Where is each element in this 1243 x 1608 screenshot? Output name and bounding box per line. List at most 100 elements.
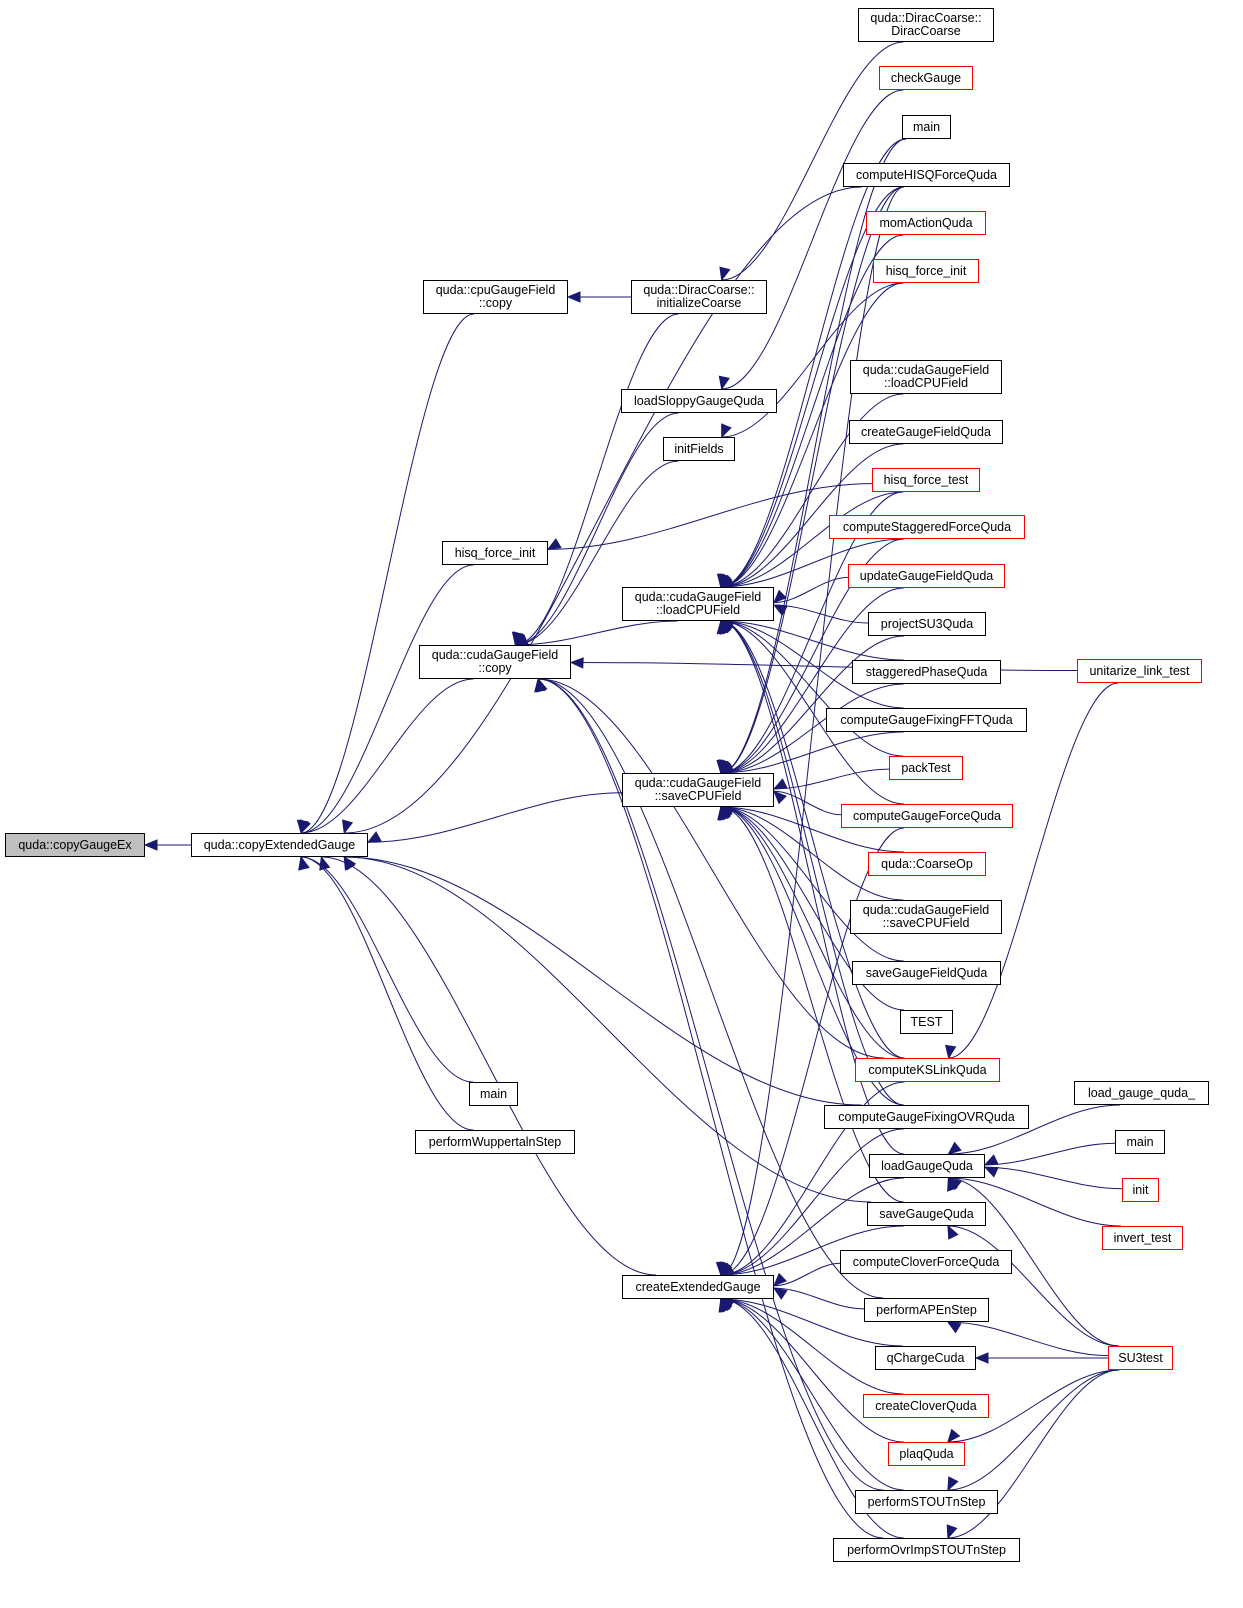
graph-node-test[interactable]: TEST (900, 1010, 953, 1034)
node-label-line: hisq_force_test (883, 472, 969, 487)
call-edge (300, 856, 474, 1083)
call-edge (720, 806, 905, 1011)
node-label-line: loadGaugeQuda (881, 1158, 973, 1173)
call-edge (301, 856, 474, 1131)
node-label-line: quda::cudaGaugeField (862, 363, 990, 377)
call-edge (720, 491, 904, 774)
call-edge (720, 1298, 904, 1443)
arrowhead-icon (974, 1352, 989, 1364)
graph-node-hisq-force-init-r[interactable]: hisq_force_init (873, 259, 979, 283)
graph-node-performovrimpstoutnstep[interactable]: performOvrImpSTOUTnStep (833, 1538, 1020, 1562)
node-label-line: computeHISQForceQuda (855, 167, 998, 182)
node-label-line: packTest (901, 760, 951, 775)
call-edge (321, 856, 657, 1276)
call-edge (720, 806, 905, 1059)
graph-node-computecloverforcequda[interactable]: computeCloverForceQuda (840, 1250, 1012, 1274)
graph-node-creategaugefieldquda[interactable]: createGaugeFieldQuda (849, 420, 1003, 444)
call-edge (720, 1177, 905, 1276)
graph-node-hisq-force-test[interactable]: hisq_force_test (872, 468, 980, 492)
call-edge (720, 1298, 904, 1395)
graph-node-computekslinkquda[interactable]: computeKSLinkQuda (855, 1058, 1000, 1082)
graph-node-loadgaugequda[interactable]: loadGaugeQuda (869, 1154, 985, 1178)
node-label-line: TEST (910, 1014, 943, 1029)
graph-node-staggeredphasequda[interactable]: staggeredPhaseQuda (852, 660, 1001, 684)
call-edge (720, 806, 904, 901)
graph-node-performstoutnstep[interactable]: performSTOUTnStep (855, 1490, 998, 1514)
graph-node-main2[interactable]: main (469, 1082, 518, 1106)
node-label-line: main (479, 1086, 508, 1101)
graph-node-cudacopy[interactable]: quda::cudaGaugeField::copy (419, 645, 571, 679)
node-label-line: quda::copyGaugeEx (18, 837, 132, 852)
node-label-line: quda::cudaGaugeField (634, 590, 762, 604)
call-edge (948, 1104, 1121, 1155)
arrowhead-icon (946, 1524, 958, 1540)
node-label-line: createGaugeFieldQuda (861, 424, 991, 439)
graph-node-savecpufield-r[interactable]: quda::cudaGaugeField::saveCPUField (850, 900, 1002, 934)
arrowhead-icon (342, 819, 354, 835)
graph-node-loadcpufield[interactable]: quda::cudaGaugeField::loadCPUField (622, 587, 774, 621)
arrowhead-icon (719, 761, 735, 774)
graph-node-performwuppertalnstep[interactable]: performWuppertalnStep (415, 1130, 575, 1154)
arrowhead-icon (566, 291, 581, 303)
graph-node-computehisqforcequda[interactable]: computeHISQForceQuda (843, 163, 1010, 187)
graph-node-hisq-force-init-l[interactable]: hisq_force_init (442, 541, 548, 565)
graph-node-createcloverquda[interactable]: createCloverQuda (863, 1394, 989, 1418)
graph-node-cpucopy[interactable]: quda::cpuGaugeField::copy (423, 280, 568, 314)
node-label-line: createCloverQuda (875, 1398, 977, 1413)
call-edge (720, 620, 904, 757)
arrowhead-icon (947, 1141, 962, 1155)
node-label-line: ::copy (478, 661, 512, 675)
node-label-line: performAPEnStep (876, 1302, 977, 1317)
graph-node-qchargecuda[interactable]: qChargeCuda (875, 1346, 976, 1370)
node-label-line: computeGaugeFixingOVRQuda (838, 1109, 1015, 1124)
graph-node-init[interactable]: init (1122, 1178, 1159, 1202)
graph-node-createextendedgauge[interactable]: createExtendedGauge (622, 1275, 774, 1299)
graph-node-coarseop[interactable]: quda::CoarseOp (868, 852, 986, 876)
node-label-line: quda::cudaGaugeField (862, 903, 990, 917)
graph-node-initfields[interactable]: initFields (663, 437, 735, 461)
call-edge (773, 576, 849, 604)
graph-node-updategaugefieldquda[interactable]: updateGaugeFieldQuda (848, 564, 1005, 588)
graph-node-loadcpufield-r[interactable]: quda::cudaGaugeField::loadCPUField (850, 360, 1002, 394)
arrowhead-icon (947, 1224, 959, 1240)
graph-node-main1[interactable]: main (902, 115, 951, 139)
graph-node-performapenstep[interactable]: performAPEnStep (864, 1298, 989, 1322)
node-label-line: plaqQuda (899, 1446, 954, 1461)
call-edge (720, 443, 904, 588)
graph-node-unitarize-link-test[interactable]: unitarize_link_test (1077, 659, 1202, 683)
graph-node-computegaugefixingovrquda[interactable]: computeGaugeFixingOVRQuda (824, 1105, 1029, 1129)
arrowhead-icon (773, 790, 787, 805)
graph-node-su3test[interactable]: SU3test (1108, 1346, 1173, 1370)
call-edge (947, 1369, 1120, 1491)
node-label-line: projectSU3Quda (880, 616, 974, 631)
call-edge (301, 564, 474, 834)
graph-node-plaqquda[interactable]: plaqQuda (888, 1442, 965, 1466)
graph-node-savegaugequda[interactable]: saveGaugeQuda (867, 1202, 986, 1226)
graph-node-savecpufield[interactable]: quda::cudaGaugeField::saveCPUField (622, 773, 774, 807)
graph-node-loadsloppygaugequda[interactable]: loadSloppyGaugeQuda (621, 389, 777, 413)
graph-node-main3[interactable]: main (1115, 1130, 1165, 1154)
node-label-line: main (912, 119, 941, 134)
graph-node-momactionquda[interactable]: momActionQuda (866, 211, 986, 235)
call-edge (720, 1128, 904, 1276)
graph-node-projectsu3quda[interactable]: projectSU3Quda (868, 612, 986, 636)
call-edge (720, 186, 904, 588)
node-label-line: loadSloppyGaugeQuda (634, 393, 764, 408)
graph-node-computestaggeredforcequda[interactable]: computeStaggeredForceQuda (829, 515, 1025, 539)
graph-node-diraccoarse[interactable]: quda::DiracCoarse::DiracCoarse (858, 8, 994, 42)
call-edge (720, 282, 904, 588)
graph-node-savegaugefieldquda[interactable]: saveGaugeFieldQuda (852, 961, 1001, 985)
graph-node-computegaugefixingfftquda[interactable]: computeGaugeFixingFFTQuda (826, 708, 1027, 732)
graph-node-load-gauge-quda-[interactable]: load_gauge_quda_ (1074, 1081, 1209, 1105)
call-edge (515, 412, 679, 646)
arrowhead-icon (366, 831, 382, 843)
graph-node-packtest[interactable]: packTest (889, 756, 963, 780)
graph-node-initializecoarse[interactable]: quda::DiracCoarse::initializeCoarse (631, 280, 767, 314)
node-label-line: quda::copyExtendedGauge (203, 837, 356, 852)
graph-node-computegaugeforcequda[interactable]: computeGaugeForceQuda (841, 804, 1013, 828)
node-label-line: performOvrImpSTOUTnStep (847, 1542, 1006, 1557)
call-edge (947, 1369, 1120, 1443)
graph-node-invert-test[interactable]: invert_test (1102, 1226, 1183, 1250)
graph-node-checkgauge[interactable]: checkGauge (879, 66, 973, 90)
graph-node-copyextendedgauge[interactable]: quda::copyExtendedGauge (191, 833, 368, 857)
